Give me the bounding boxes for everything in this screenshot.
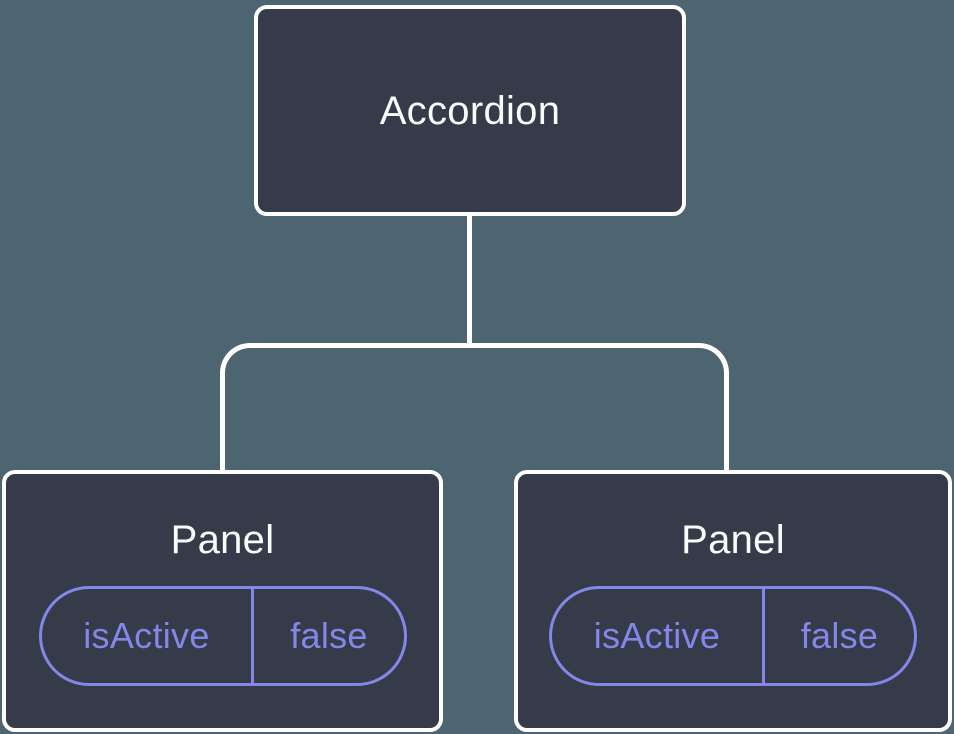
- state-name: isActive: [593, 615, 721, 656]
- tree-connector-bracket: [220, 343, 729, 470]
- tree-connector-stem: [467, 214, 472, 346]
- state-value: false: [251, 589, 403, 683]
- accordion-node: Accordion: [254, 5, 686, 216]
- panel-node-label: Panel: [170, 518, 275, 562]
- panel-node-right: Panel isActive false: [514, 470, 952, 732]
- state-pill: isActive false: [549, 586, 917, 686]
- state-pill: isActive false: [38, 586, 407, 686]
- panel-node-label: Panel: [681, 518, 785, 562]
- accordion-node-label: Accordion: [379, 88, 561, 133]
- state-name: isActive: [83, 615, 210, 656]
- panel-node-left: Panel isActive false: [2, 470, 443, 732]
- state-value: false: [761, 589, 914, 683]
